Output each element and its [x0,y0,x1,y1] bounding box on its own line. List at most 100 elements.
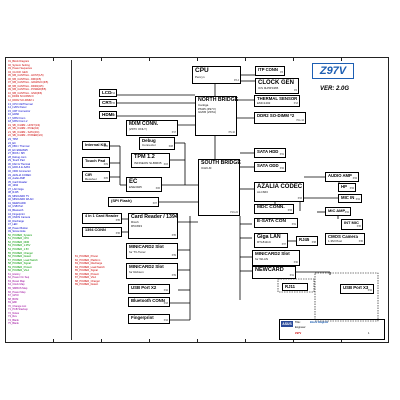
toc-entry: 10_NB_CANTIGA - GND(6/6) [8,91,43,95]
toc-entry: 04_CLOCK GEN [8,70,28,74]
toc-entry: 12_DDR2 SO-DIMM 1 [8,99,34,103]
bluetooth-title: Bluetooth CONN [131,298,165,303]
toc-entry: 65_SMBUS Map [8,287,28,290]
minicard-wlan-subtitle: for WLAN [255,256,269,261]
toc-entry: 39_MINICARD TV [8,194,30,198]
ruler-tick [149,339,150,343]
toc-entry: 44_Fingerprint [8,212,25,216]
toc-entry: 21_SB_ICH9M - SATA(3/4) [8,130,40,134]
toc-entry: 40_MINICARD WLAN [8,198,34,202]
toc-entry: 36_1394 [8,184,19,188]
toc-entry: 05_NB_CANTIGA - HOST(1/5) [8,74,44,78]
spi-page-ref: P27 [152,202,157,205]
sata-odd-page-ref: P32 [279,167,284,170]
ec-title: EC [129,179,138,185]
toc-entry: 62_Power On Seq [8,276,30,280]
version-label: VER: 2.0G [320,86,350,92]
toc-power-entry: 86_POWER_Protect [75,272,99,276]
toc-entry: 61_History [8,272,21,276]
azalia-page-ref: P33 [297,197,302,200]
toc-entry: 64_Clock Map [8,283,25,287]
toc-entry: 28_Debug conn [8,155,27,159]
giga-lan-subtitle: RTL8111C [257,240,272,245]
toc-entry: 47_LED [8,223,18,227]
mic-amp-page-ref: P34 [344,211,349,214]
itp-title: ITP CONN [258,67,278,72]
toc-entry: 75_Blank [8,322,19,326]
c1394-title: 1394 CONN [85,228,106,232]
toc-power-entry: 84_POWER_Load Switch [75,265,105,269]
minicard-tv-title: MINICARD2 Slot [129,244,164,249]
minicard-wlan-page-ref: P40 [293,261,298,264]
audio-amp-title: AUDIO AMP [328,173,352,178]
toc-entry: 33_AZALIA CODEC [8,173,32,177]
toc-entry: 30_FAN & Thermal [8,162,31,166]
spi-title: (SPI Flash) [111,198,132,203]
thermal-subtitle: EMC1402 [257,101,271,106]
toc-entry: 31_HDD & E-SATA [8,166,31,170]
toc-entry: 46_Discharge [8,219,25,223]
sb-subtitle: ICH9-M [201,166,212,171]
toc-entry: 49_Screw Hole [8,230,26,234]
toc-entry: 02_System Setting [8,63,30,67]
ruler-tick [245,57,246,61]
touchpad-title: Touch Pad [85,158,106,163]
toc-entry: 01_Block Diagram [8,60,30,63]
crt-page-ref: P15 [110,102,115,105]
ruler-tick [245,339,246,343]
debug-title: Debug [142,138,156,143]
toc-entry: 15_CRT Connector [8,109,31,113]
hp-page-ref: P34 [349,187,354,190]
title-label: Title : [295,321,302,324]
toc-entry: 35_Card Reader [8,180,28,184]
nb-page-ref: P5-10 [228,131,235,134]
mxm-subtitle: (Z97V ONLY) [129,127,147,131]
toc-entry: 20_SB_ICH9M - PCIE(2/4) [8,127,39,131]
toc-entry: 63_Reset Map [8,279,25,283]
toc-power-entry: 81_POWER_Pinout [75,255,98,258]
fingerprint-title: Fingerprint [131,315,154,320]
toc-entry: 56_POWER_Detect [8,255,32,259]
nb-subtitle: GM45 (Z97A) [198,110,217,115]
sheet-number: 1 [368,332,370,335]
ruler-tick [293,339,294,343]
touchpad-page-ref: P29 [103,163,108,166]
ddr2-title: DDR2 SO-DIMM *2 [257,113,295,118]
cpu-page-ref: P3-4 [233,79,239,82]
ruler-tick [53,57,54,61]
toc-entry: 60_POWER_VGA [8,269,30,273]
newcard-title: NEWCARD [255,267,284,273]
fingerprint-page-ref: P44 [163,319,168,322]
toc-entry: 09_NB_CANTIGA - POWER(5/5) [8,88,47,92]
frame-ruler-top [5,57,389,61]
cmos-page-ref: P45 [358,240,363,243]
rj45-page-ref: P38 [311,241,316,244]
mxm-title: MXM CONN. [129,121,159,127]
nb-subtitle: PM45 (Z97V) [198,106,216,111]
ruler-tick [149,57,150,61]
sata-hdd-page-ref: P31 [279,153,284,156]
toc-entry: 70_Change List [8,304,27,308]
lcd-title: LCD [102,90,112,95]
usb-port-left-page-ref: P42 [163,289,168,292]
toc-entry: 51_POWER_CPU [8,237,30,241]
toc-entry: 68_BOM [8,297,19,301]
ruler-tick [197,57,198,61]
rj11-block: RJ11 [282,283,308,291]
sata-hdd-title: SATA HDD [257,149,279,154]
thermal-title: THERMAL SENSOR [257,96,298,101]
